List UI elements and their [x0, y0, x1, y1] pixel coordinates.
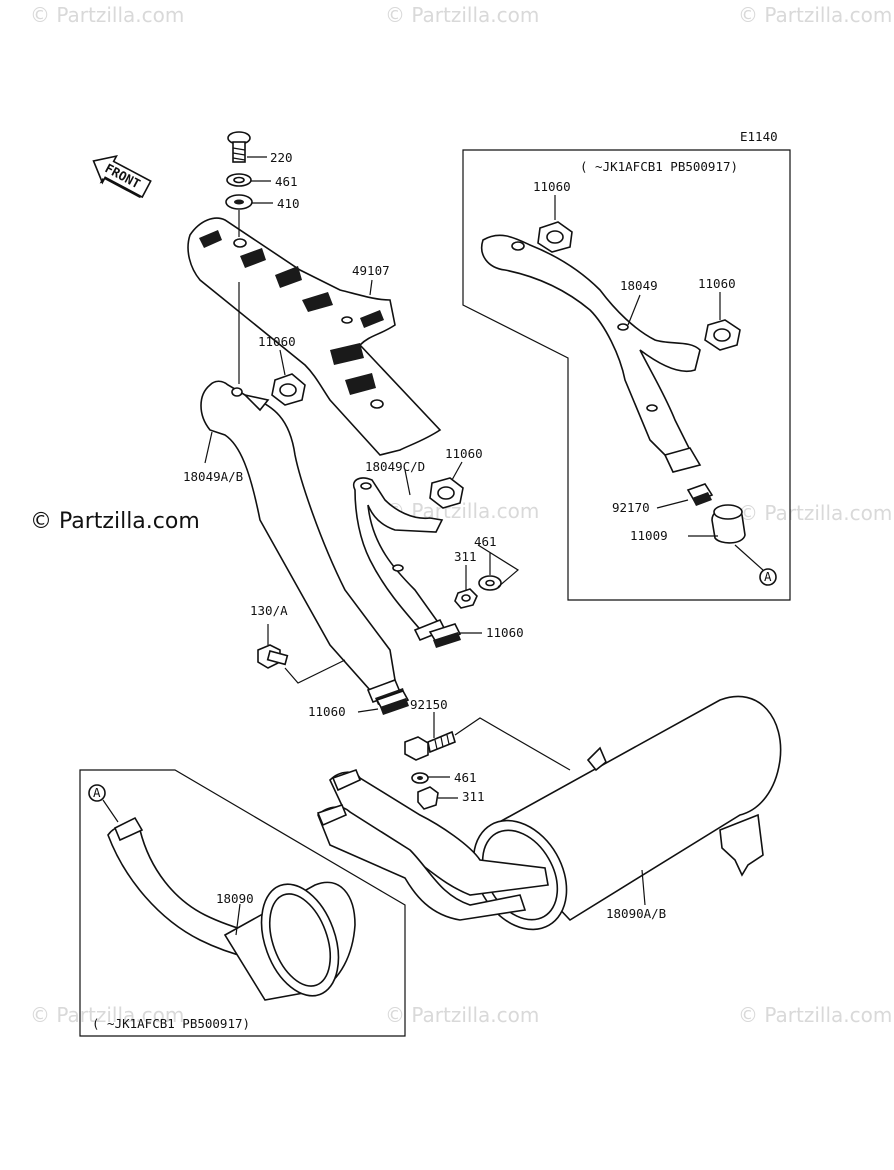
label-18090: 18090 — [216, 891, 254, 906]
label-18049ab: 18049A/B — [183, 469, 243, 484]
inset-pipe-18049 — [481, 234, 702, 473]
callout-a-top-label: A — [764, 569, 772, 584]
bolt-130a — [257, 644, 289, 669]
label-311-low: 311 — [462, 789, 485, 804]
inset-top-note: ( ~JK1AFCB1 PB500917) — [580, 159, 738, 174]
callout-a-top — [759, 568, 777, 586]
partzilla-copyright: © Partzilla.com — [30, 509, 200, 534]
label-11060-d: 11060 — [308, 704, 346, 719]
heat-shield-49107 — [187, 217, 442, 456]
label-461-mid: 461 — [474, 534, 497, 549]
washer-461 — [226, 173, 252, 187]
inset-gasket-11060-b — [704, 319, 741, 351]
exhaust-pipe-18049cd — [353, 477, 447, 642]
watermark: © Partzilla.com — [30, 3, 184, 27]
washer-461-low — [411, 772, 429, 784]
inset-box-bottom — [79, 769, 406, 1037]
label-410: 410 — [277, 196, 300, 211]
inset-bottom-note: ( ~JK1AFCB1 PB500917) — [92, 1016, 250, 1031]
washer-461-mid — [478, 575, 502, 591]
label-461-low: 461 — [454, 770, 477, 785]
label-49107: 49107 — [352, 263, 390, 278]
label-inset-11060-b: 11060 — [698, 276, 736, 291]
label-220: 220 — [270, 150, 293, 165]
label-inset-11009: 11009 — [630, 528, 668, 543]
label-92150: 92150 — [410, 697, 448, 712]
washer-410 — [225, 194, 253, 210]
callout-a-bottom-label: A — [93, 785, 101, 800]
nut-311-low — [417, 786, 439, 810]
muffler-18090 — [107, 816, 356, 1001]
watermark: © Partzilla.com — [30, 1003, 184, 1027]
watermarks: © Partzilla.com © Partzilla.com © Partzi… — [30, 3, 892, 1027]
label-11060-a: 11060 — [258, 334, 296, 349]
muffler-18090ab — [316, 695, 782, 931]
gasket-11060-c — [428, 623, 462, 648]
label-11060-b: 11060 — [445, 446, 483, 461]
watermark: © Partzilla.com — [738, 1003, 892, 1027]
gasket-11060-a — [271, 373, 306, 406]
label-18090ab: 18090A/B — [606, 906, 666, 921]
label-311-mid: 311 — [454, 549, 477, 564]
bolt-92150 — [404, 730, 456, 761]
nut-311-mid — [454, 588, 478, 609]
label-18049cd: 18049C/D — [365, 459, 425, 474]
label-130a: 130/A — [250, 603, 288, 618]
watermark: © Partzilla.com — [738, 501, 892, 525]
inset-seal-11009 — [711, 504, 746, 544]
gasket-11060-d — [375, 690, 410, 715]
label-inset-92170: 92170 — [612, 500, 650, 515]
label-461-top: 461 — [275, 174, 298, 189]
gasket-11060-b — [429, 477, 464, 509]
label-11060-c: 11060 — [486, 625, 524, 640]
watermark: © Partzilla.com — [385, 1003, 539, 1027]
label-inset-18049: 18049 — [620, 278, 658, 293]
inset-gasket-11060-a — [537, 221, 573, 253]
inset-box-top — [462, 149, 791, 601]
bolt-220 — [227, 131, 251, 163]
watermark: © Partzilla.com — [738, 3, 892, 27]
label-inset-11060-a: 11060 — [533, 179, 571, 194]
front-arrow: FRONT — [92, 154, 152, 199]
watermark: © Partzilla.com — [385, 3, 539, 27]
callout-a-bottom — [88, 784, 106, 802]
diagram-code: E1140 — [740, 129, 778, 144]
inset-clamp-92170 — [686, 483, 714, 506]
